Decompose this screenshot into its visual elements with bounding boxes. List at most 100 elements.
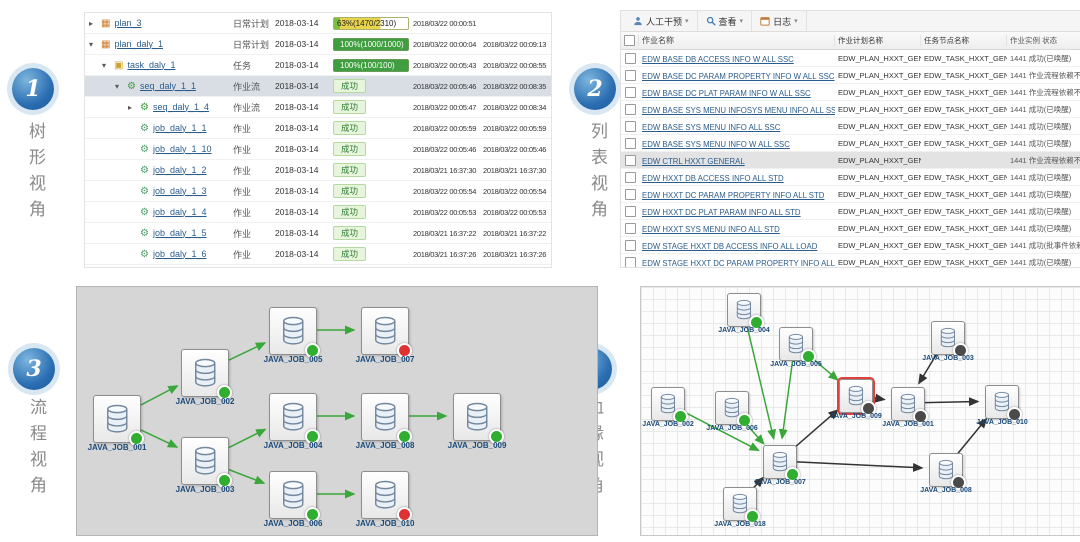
column-header[interactable]: 作业计划名称 — [835, 35, 921, 46]
table-row[interactable]: EDW STAGE HXXT DC PARAM PROPERTY INFO AL… — [621, 254, 1080, 268]
job-node[interactable]: JAVA_JOB_001 — [882, 387, 934, 428]
job-name-link[interactable]: EDW STAGE HXXT DC PARAM PROPERTY INFO AL… — [642, 259, 835, 268]
row-checkbox[interactable] — [624, 239, 636, 251]
row-checkbox[interactable] — [624, 188, 636, 200]
tree-item-link[interactable]: job_daly_1_10 — [152, 143, 212, 154]
row-checkbox[interactable] — [624, 171, 636, 183]
job-node[interactable]: JAVA_JOB_003 — [176, 437, 234, 494]
tree-item-link[interactable]: seq_daly_1_4 — [152, 101, 210, 112]
tree-item-link[interactable]: job_daly_1_4 — [152, 206, 207, 217]
expander-icon[interactable]: ▾ — [115, 81, 120, 91]
job-node[interactable]: JAVA_JOB_009 — [830, 379, 882, 420]
job-name-link[interactable]: EDW STAGE HXXT DB ACCESS INFO ALL LOAD — [642, 242, 818, 251]
expander-icon[interactable]: ▸ — [89, 18, 94, 28]
job-name-link[interactable]: EDW HXXT SYS MENU INFO ALL STD — [642, 225, 780, 234]
table-row[interactable]: EDW BASE DC PARAM PROPERTY INFO W ALL SS… — [621, 67, 1080, 84]
job-node[interactable]: JAVA_JOB_008 — [356, 393, 414, 450]
tree-item-link[interactable]: plan_daly_1 — [114, 38, 163, 49]
job-node[interactable]: JAVA_JOB_001 — [88, 395, 146, 452]
job-name-link[interactable]: EDW BASE DC PLAT PARAM INFO W ALL SSC — [642, 89, 811, 98]
row-checkbox[interactable] — [624, 120, 636, 132]
expander-icon[interactable]: ▸ — [128, 102, 133, 112]
select-all-checkbox[interactable] — [624, 35, 635, 46]
tree-item-link[interactable]: plan_3 — [114, 17, 142, 28]
row-checkbox[interactable] — [624, 154, 636, 166]
job-name-link[interactable]: EDW HXXT DB ACCESS INFO ALL STD — [642, 174, 784, 183]
job-node[interactable]: JAVA_JOB_008 — [920, 453, 972, 494]
manual-intervention-button[interactable]: 人工干预 ▾ — [625, 11, 698, 31]
expander-icon[interactable]: ▾ — [89, 39, 94, 49]
job-node[interactable]: JAVA_JOB_007 — [356, 307, 414, 364]
row-checkbox[interactable] — [624, 222, 636, 234]
column-header[interactable]: 作业名称 — [639, 35, 835, 46]
job-node[interactable]: JAVA_JOB_010 — [976, 385, 1028, 426]
tree-item-link[interactable]: job_daly_1_1 — [152, 122, 207, 133]
job-node[interactable]: JAVA_JOB_002 — [176, 349, 234, 406]
tree-item-link[interactable]: job_daly_1_6 — [152, 248, 207, 259]
job-node[interactable]: JAVA_JOB_010 — [356, 471, 414, 528]
row-checkbox[interactable] — [624, 69, 636, 81]
row-checkbox[interactable] — [624, 103, 636, 115]
row-checkbox[interactable] — [624, 205, 636, 217]
column-header[interactable]: 任务节点名称 — [921, 35, 1007, 46]
row-checkbox[interactable] — [624, 137, 636, 149]
job-node[interactable]: JAVA_JOB_004 — [264, 393, 322, 450]
table-row[interactable]: EDW BASE SYS MENU INFOSYS MENU INFO ALL … — [621, 101, 1080, 118]
job-node[interactable]: JAVA_JOB_009 — [448, 393, 506, 450]
row-checkbox[interactable] — [624, 52, 636, 64]
job-node[interactable]: JAVA_JOB_018 — [714, 487, 766, 528]
tree-item-link[interactable]: job_daly_1_3 — [152, 185, 207, 196]
view-button[interactable]: 查看 ▾ — [698, 11, 753, 31]
tree-item-link[interactable]: task_daly_1 — [127, 59, 176, 70]
job-node[interactable]: JAVA_JOB_007 — [754, 445, 806, 486]
job-node[interactable]: JAVA_JOB_004 — [718, 293, 770, 334]
tree-item-link[interactable]: seq_daly_1_1 — [139, 80, 197, 91]
job-name-link[interactable]: EDW BASE SYS MENU INFOSYS MENU INFO ALL … — [642, 106, 835, 115]
row-checkbox[interactable] — [624, 86, 636, 98]
log-button[interactable]: 日志 ▾ — [752, 11, 807, 31]
job-name-link[interactable]: EDW HXXT DC PLAT PARAM INFO ALL STD — [642, 208, 801, 217]
tree-item-link[interactable]: job_daly_1_2 — [152, 164, 207, 175]
job-name-link[interactable]: EDW BASE DC PARAM PROPERTY INFO W ALL SS… — [642, 72, 835, 81]
job-name-link[interactable]: EDW HXXT DC PARAM PROPERTY INFO ALL STD — [642, 191, 825, 200]
job-node[interactable]: JAVA_JOB_003 — [922, 321, 974, 362]
job-name-link[interactable]: EDW BASE DB ACCESS INFO W ALL SSC — [642, 55, 794, 64]
table-row[interactable]: EDW CTRL HXXT GENERALEDW_PLAN_HXXT_GENER… — [621, 152, 1080, 169]
job-name-link[interactable]: EDW BASE SYS MENU INFO ALL SSC — [642, 123, 781, 132]
job-node[interactable]: JAVA_JOB_005 — [770, 327, 822, 368]
end-time-cell: 2018/03/22 00:05:53 — [483, 207, 547, 217]
job-name-link[interactable]: EDW CTRL HXXT GENERAL — [642, 157, 745, 166]
job-node[interactable]: JAVA_JOB_006 — [706, 391, 758, 432]
job-node[interactable]: JAVA_JOB_006 — [264, 471, 322, 528]
job-node[interactable]: JAVA_JOB_002 — [642, 387, 694, 428]
job-node[interactable]: JAVA_JOB_005 — [264, 307, 322, 364]
row-checkbox[interactable] — [624, 256, 636, 267]
job-name-link[interactable]: EDW BASE SYS MENU INFO W ALL SSC — [642, 140, 790, 149]
column-header[interactable]: 作业实例 状态 — [1007, 35, 1080, 46]
expander-icon[interactable]: ▾ — [102, 60, 107, 70]
tree-item-link[interactable]: job_daly_1_5 — [152, 227, 207, 238]
